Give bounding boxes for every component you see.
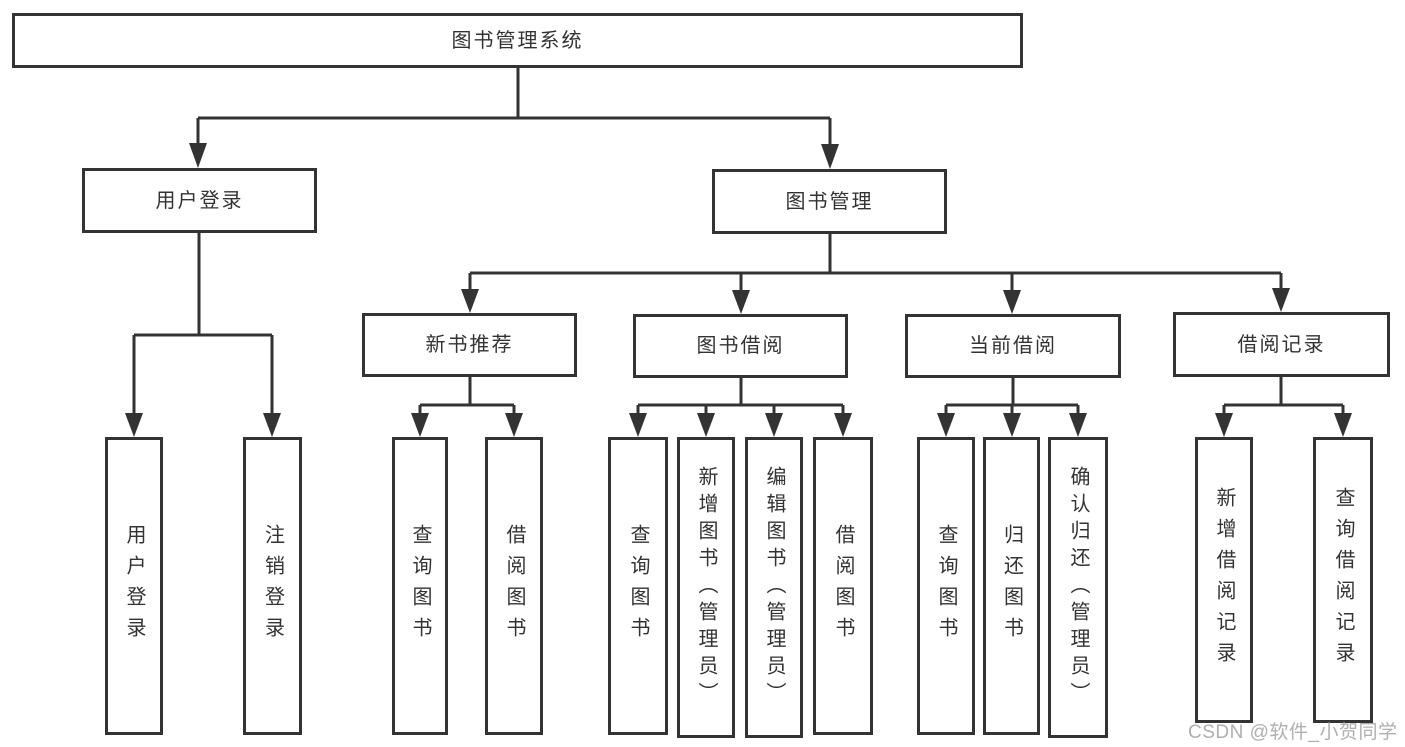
leaf-current-query-books: 查询图书 <box>917 437 975 735</box>
arrowheads <box>125 143 1352 437</box>
leaf-borrowing-borrow-books: 借阅图书 <box>813 437 873 735</box>
leaf-logout-login: 注销登录 <box>243 437 302 735</box>
node-borrowing-records: 借阅记录 <box>1173 312 1390 377</box>
node-current-borrowing: 当前借阅 <box>905 314 1121 378</box>
leaf-return-books: 归还图书 <box>983 437 1040 735</box>
leaf-recommend-borrow-books: 借阅图书 <box>485 437 543 735</box>
node-book-borrowing: 图书借阅 <box>633 314 848 378</box>
leaf-user-login: 用户登录 <box>105 437 163 735</box>
node-book-management: 图书管理 <box>712 169 947 234</box>
node-new-book-recommend: 新书推荐 <box>362 313 577 377</box>
leaf-add-books-admin: 新增图书（管理员） <box>677 437 735 738</box>
node-user-login: 用户登录 <box>82 168 317 233</box>
csdn-watermark: CSDN @软件_小贺同学 <box>1188 722 1398 743</box>
leaf-add-borrow-record: 新增借阅记录 <box>1195 437 1253 723</box>
leaf-borrowing-query-books: 查询图书 <box>608 437 668 735</box>
node-library-management-system: 图书管理系统 <box>12 13 1023 68</box>
leaf-edit-books-admin: 编辑图书（管理员） <box>745 437 803 738</box>
leaf-recommend-query-books: 查询图书 <box>392 437 448 735</box>
leaf-query-borrow-record: 查询借阅记录 <box>1313 437 1373 723</box>
leaf-confirm-return-admin: 确认归还（管理员） <box>1048 437 1108 738</box>
